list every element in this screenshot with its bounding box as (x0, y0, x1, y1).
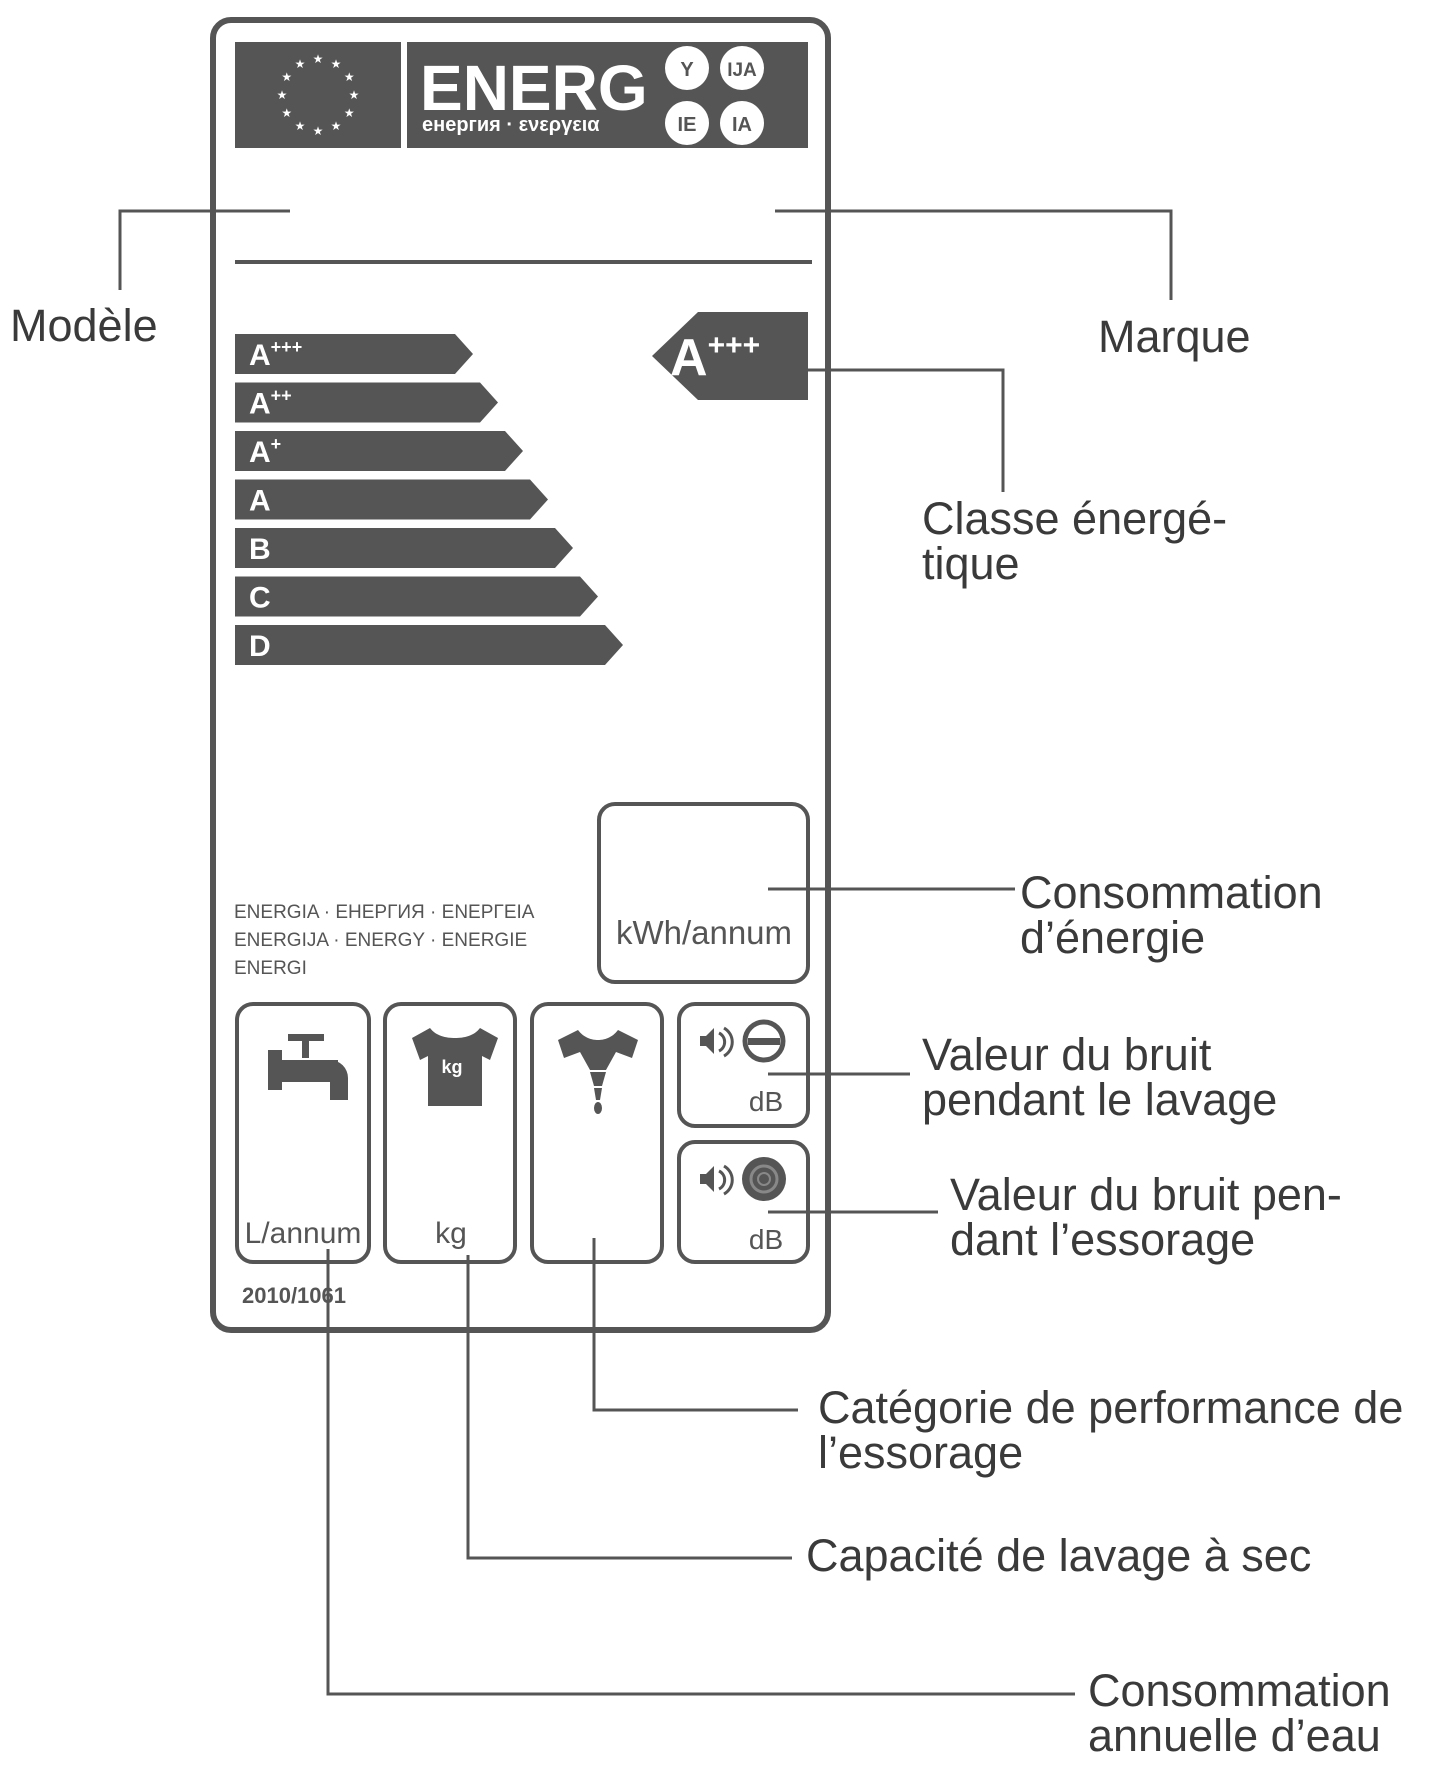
energy-words-line-3: ENERGI (234, 958, 307, 979)
callout-noise-spin: Valeur du bruit pen- dant l’essorage (950, 1172, 1342, 1262)
energ-subtitle: енергия · ενεργεια (422, 114, 600, 136)
faucet-icon (268, 1034, 348, 1100)
regulation-number: 2010/1061 (242, 1283, 346, 1308)
energ-word: ENERG (420, 52, 648, 124)
class-arrow-label: C (249, 582, 271, 615)
eu-star: ★ (344, 70, 355, 84)
eu-star: ★ (331, 57, 342, 71)
water-consumption-box (235, 1002, 371, 1264)
badge-ie: IE (678, 114, 697, 136)
callout-energy-class: Classe énergé- tique (922, 496, 1227, 586)
callout-noise-spin-line-2: dant l’essorage (950, 1214, 1256, 1265)
callout-energy-class-line-2: tique (922, 538, 1020, 589)
eu-star: ★ (331, 119, 342, 133)
class-arrow (235, 479, 548, 520)
eu-flag-block (235, 42, 401, 148)
badge-ia: IA (732, 114, 752, 136)
class-arrow (235, 431, 523, 471)
eu-star: ★ (349, 88, 360, 102)
class-arrow-label: A++ (249, 386, 292, 421)
class-arrow-label: A+ (249, 434, 281, 469)
noise-wash-unit: dB (749, 1086, 783, 1117)
leader-spin-category (592, 1238, 798, 1412)
callout-energy-consumption-line-1: Consommation (1020, 867, 1323, 918)
callout-dry-capacity: Capacité de lavage à sec (806, 1530, 1312, 1581)
callout-energy-class-line-1: Classe énergé- (922, 493, 1228, 544)
label-frame (210, 17, 831, 1333)
callout-energy-consumption: Consommation d’énergie (1020, 870, 1323, 960)
speaker-icon (700, 1164, 734, 1196)
class-arrow (235, 625, 623, 665)
water-consumption-unit: L/annum (245, 1217, 362, 1250)
eu-stars-icon: ★★★★★★★★★★★★ (277, 52, 360, 138)
noise-spin-unit: dB (749, 1224, 783, 1255)
callout-energy-consumption-line-2: d’énergie (1020, 912, 1206, 963)
eu-star: ★ (295, 119, 306, 133)
eu-star: ★ (281, 70, 292, 84)
class-arrow-label: D (249, 630, 271, 663)
energy-words-line-2: ENERGIJA · ENERGY · ENERGIE (234, 930, 527, 951)
eu-star: ★ (313, 124, 324, 138)
callout-water-consumption-line-1: Consommation (1088, 1665, 1391, 1716)
callout-noise-wash: Valeur du bruit pendant le lavage (922, 1032, 1277, 1122)
badge-ija: IJA (727, 60, 757, 81)
leader-lines (118, 209, 1173, 1696)
callout-model: Modèle (10, 300, 158, 351)
leader-model (118, 209, 290, 290)
speaker-icon (700, 1026, 734, 1058)
leader-energy-class (808, 368, 1005, 492)
eu-star: ★ (281, 106, 292, 120)
wrung-shirt-icon (558, 1030, 638, 1114)
leader-dry-capacity (466, 1255, 792, 1560)
leader-water (326, 1249, 1075, 1696)
callout-brand: Marque (1098, 311, 1251, 362)
class-arrow-label: A+++ (249, 337, 302, 372)
eu-star: ★ (277, 88, 288, 102)
tshirt-kg-text: kg (441, 1057, 462, 1077)
spin-performance-box (530, 1002, 664, 1264)
capacity-box (383, 1002, 517, 1264)
class-arrow (235, 382, 498, 423)
class-arrow-label: B (249, 533, 271, 566)
class-arrow (235, 528, 573, 568)
noise-spin-box (677, 1140, 810, 1264)
suffix-badges: Y IJA IE IA (665, 46, 764, 145)
callout-noise-wash-line-1: Valeur du bruit (922, 1029, 1212, 1080)
selected-class-text: A+++ (670, 329, 760, 387)
eu-star: ★ (295, 57, 306, 71)
eu-star: ★ (344, 106, 355, 120)
callout-water-consumption-line-2: annuelle d’eau (1088, 1710, 1381, 1761)
callout-noise-wash-line-2: pendant le lavage (922, 1074, 1278, 1125)
callout-spin-category: Catégorie de performance de l’essorage (818, 1385, 1403, 1475)
class-arrow (235, 576, 598, 617)
spin-cycle-icon (742, 1157, 786, 1201)
callout-spin-category-line-1: Catégorie de performance de (818, 1382, 1404, 1433)
eu-star: ★ (313, 52, 324, 66)
noise-wash-box (677, 1002, 810, 1128)
energy-consumption-box (597, 802, 810, 984)
capacity-unit: kg (435, 1217, 467, 1250)
callout-water-consumption: Consommation annuelle d’eau (1088, 1668, 1391, 1758)
callout-spin-category-line-2: l’essorage (818, 1427, 1024, 1478)
badge-y: Y (680, 59, 694, 81)
leader-brand (775, 209, 1173, 300)
class-arrow (235, 334, 473, 374)
selected-class-indicator: A+++ (652, 312, 808, 400)
tshirt-icon (412, 1028, 498, 1106)
class-arrow-label: A (249, 485, 271, 518)
callout-noise-spin-line-1: Valeur du bruit pen- (950, 1169, 1342, 1220)
energy-consumption-unit: kWh/annum (616, 914, 792, 951)
wash-cycle-icon (742, 1019, 786, 1063)
energy-words-line-1: ENERGIA · ЕНЕРГИЯ · ΕΝΕΡΓΕΙΑ (234, 902, 535, 923)
